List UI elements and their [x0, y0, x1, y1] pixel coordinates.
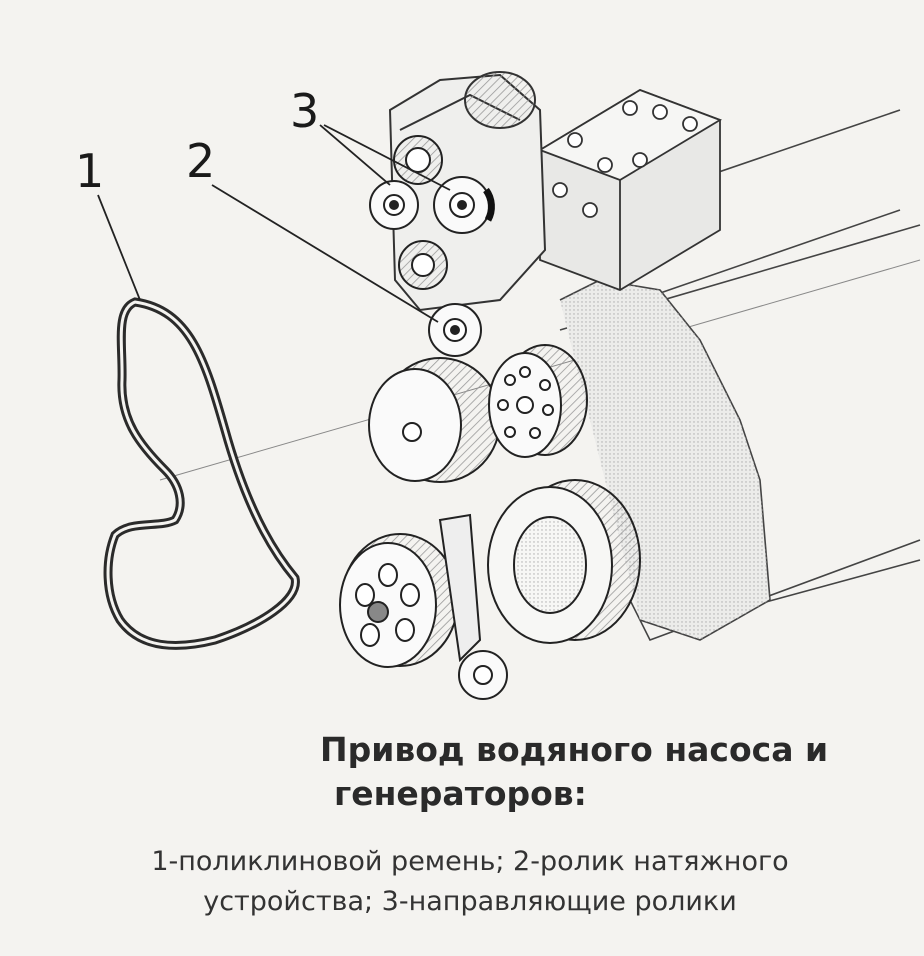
- caption-line1: 1-поликлиновой ремень; 2-ролик натяжного: [151, 846, 789, 877]
- figure-title-line1: Привод водяного насоса и: [320, 730, 829, 769]
- guide-pulley-upper: [393, 135, 443, 185]
- alternator-pulley-right: [488, 344, 588, 458]
- crankshaft-damper: [487, 479, 641, 644]
- water-pump-pulley: [339, 533, 459, 668]
- leader-guide-left: [319, 124, 391, 186]
- lower-tensioner: [438, 513, 508, 700]
- leader-tensioner: [211, 184, 439, 323]
- leader-guide-right: [323, 124, 451, 191]
- figure-title-line2: генераторов:: [334, 774, 587, 813]
- caption-line2: устройства; 3-направляющие ролики: [203, 886, 737, 917]
- alternator-pulley-left: [368, 357, 501, 483]
- callout-tensioner: 2: [186, 134, 216, 188]
- engine-block: [159, 109, 921, 641]
- figure-caption: 1-поликлиновой ремень; 2-ролик натяжного…: [60, 842, 880, 922]
- callout-belt: 1: [75, 144, 105, 198]
- belt-drive-illustration: [97, 71, 921, 700]
- compressor-unit: [537, 89, 723, 291]
- idler-pulley-mid: [398, 240, 448, 290]
- callout-guides: 3: [290, 84, 320, 138]
- figure-title: Привод водяного насоса и генераторов:: [320, 728, 880, 816]
- leader-lines: [97, 124, 451, 323]
- guide-pulley-right: [433, 176, 495, 234]
- poly-v-belt: [103, 297, 300, 650]
- tensioner-roller: [428, 303, 482, 357]
- guide-pulley-left: [369, 180, 419, 230]
- leader-belt: [97, 194, 141, 301]
